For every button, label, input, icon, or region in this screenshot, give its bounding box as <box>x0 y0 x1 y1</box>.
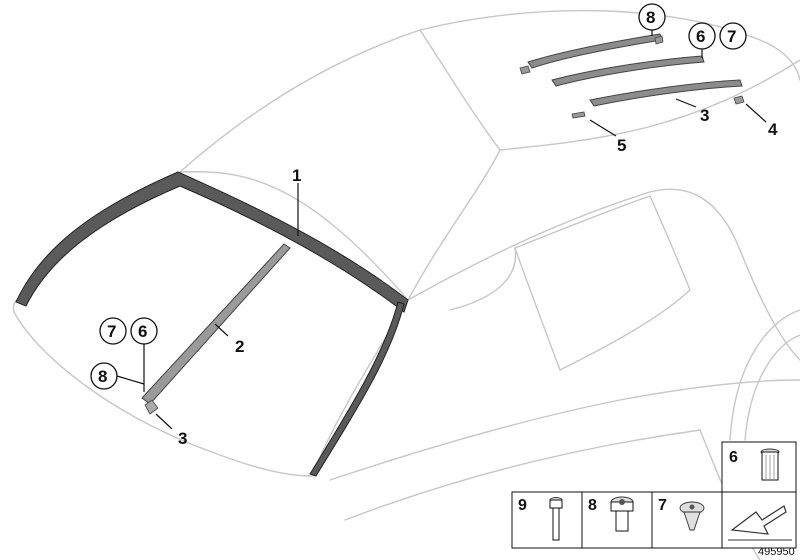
arrow-icon <box>728 505 792 541</box>
svg-text:7: 7 <box>658 497 667 514</box>
callout-a-pillar-strip: 2 <box>235 337 244 356</box>
callout-roof-end-cap: 4 <box>768 120 778 139</box>
callout-windshield-frame: 1 <box>292 166 301 185</box>
callout-front-clip: 3 <box>178 429 187 448</box>
fillister-screw-icon <box>679 501 705 531</box>
legend-fillister-screw: 7 <box>651 491 723 549</box>
windshield-frame-trim <box>15 171 409 477</box>
svg-text:6: 6 <box>138 322 147 341</box>
callout-roof-screw: 7 <box>719 22 747 50</box>
callout-roof-nut: 6 <box>688 22 716 50</box>
svg-text:8: 8 <box>98 367 107 386</box>
callout-roof-clip: 3 <box>700 106 709 125</box>
a-pillar-strip <box>141 243 291 405</box>
svg-text:8: 8 <box>646 8 655 27</box>
svg-text:9: 9 <box>518 497 527 514</box>
callout-roof-end-piece: 5 <box>617 136 626 155</box>
leader-lines <box>116 29 767 430</box>
legend-rivet-nut: 6 <box>721 441 797 493</box>
legend-pin-bolt: 9 <box>511 491 583 549</box>
svg-text:7: 7 <box>727 27 736 46</box>
callout-front-bolt: 8 <box>90 362 118 390</box>
legend-assembly-arrow <box>721 491 797 549</box>
front-clip <box>144 399 159 415</box>
pin-bolt-icon <box>549 497 563 541</box>
roof-rail-strips <box>519 33 745 119</box>
svg-text:6: 6 <box>696 27 705 46</box>
svg-text:6: 6 <box>729 449 738 466</box>
callout-front-screw: 7 <box>99 317 127 345</box>
svg-text:8: 8 <box>588 497 597 514</box>
legend-torx-bolt: 8 <box>581 491 653 549</box>
torx-bolt-icon <box>610 496 634 532</box>
catalog-number: 495950 <box>758 546 795 558</box>
callout-roof-bolt: 8 <box>638 3 666 31</box>
car-body-outline <box>12 9 800 560</box>
rivet-nut-icon <box>760 448 780 481</box>
callout-front-nut: 6 <box>130 317 158 345</box>
svg-text:7: 7 <box>107 322 116 341</box>
